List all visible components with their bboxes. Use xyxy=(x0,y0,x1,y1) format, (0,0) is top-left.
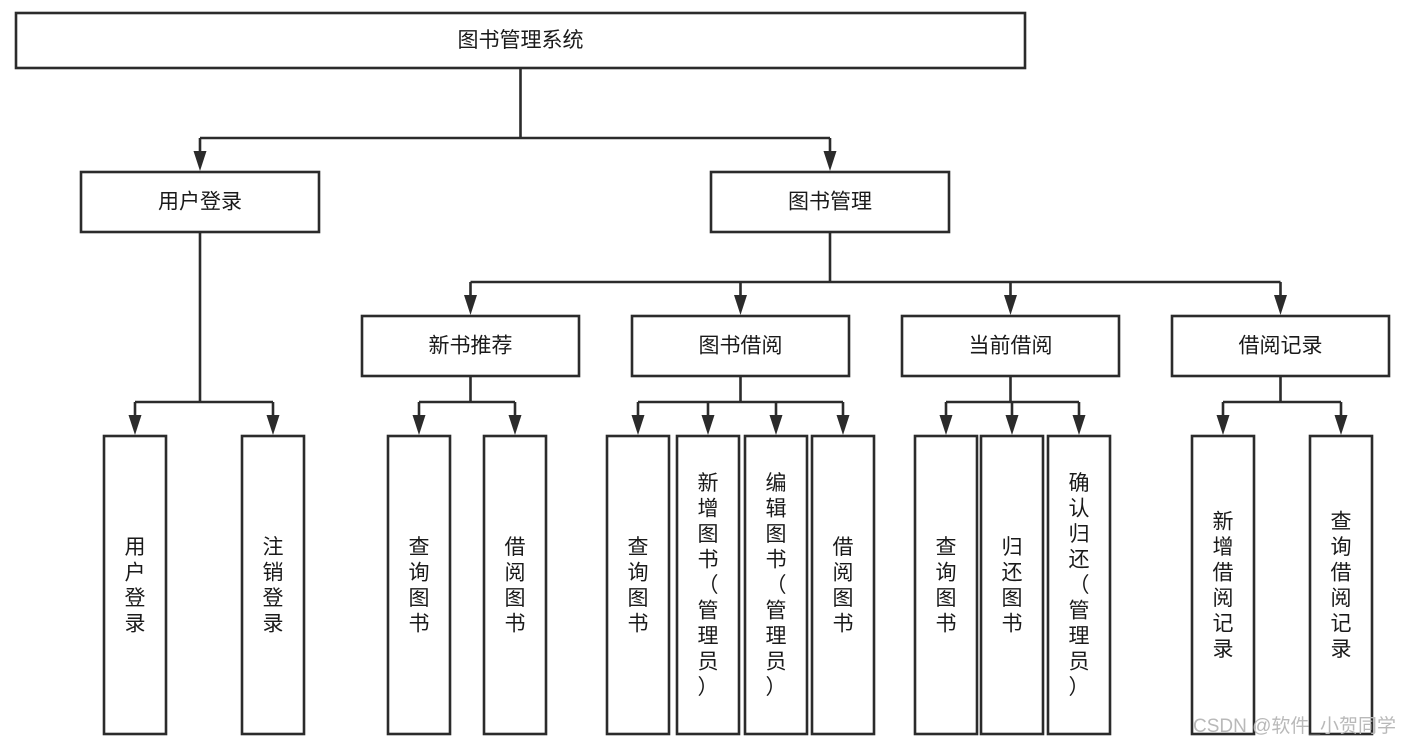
node-leaf-query-book-2[interactable]: 查询图书 xyxy=(605,434,671,736)
node-label-leaf-logout: 注销登录 xyxy=(263,536,284,636)
node-label-leaf-query-book-1: 查询图书 xyxy=(409,536,430,636)
node-label-current-borrow: 当前借阅 xyxy=(969,335,1053,358)
node-leaf-logout[interactable]: 注销登录 xyxy=(240,434,306,736)
node-box-user-login[interactable] xyxy=(79,170,321,234)
node-leaf-add-record[interactable]: 新增借阅记录 xyxy=(1190,434,1256,736)
node-current-borrow[interactable]: 当前借阅 xyxy=(900,314,1121,378)
node-leaf-add-book[interactable]: 新增图书（管理员） xyxy=(675,434,741,736)
node-leaf-query-record[interactable]: 查询借阅记录 xyxy=(1308,434,1374,736)
node-layer: 图书管理系统用户登录图书管理新书推荐图书借阅当前借阅借阅记录用户登录注销登录查询… xyxy=(14,11,1391,736)
node-box-book-borrow[interactable] xyxy=(630,314,851,378)
node-box-root[interactable] xyxy=(14,11,1027,70)
node-book-borrow[interactable]: 图书借阅 xyxy=(630,314,851,378)
node-new-book-rec[interactable]: 新书推荐 xyxy=(360,314,581,378)
node-leaf-borrow-book-1[interactable]: 借阅图书 xyxy=(482,434,548,736)
node-box-leaf-user-login[interactable] xyxy=(102,434,168,736)
node-box-leaf-add-book[interactable] xyxy=(675,434,741,736)
node-box-leaf-logout[interactable] xyxy=(240,434,306,736)
node-label-leaf-query-book-3: 查询图书 xyxy=(936,536,957,636)
node-box-leaf-query-book-2[interactable] xyxy=(605,434,671,736)
node-box-leaf-confirm-return[interactable] xyxy=(1046,434,1112,736)
node-box-leaf-edit-book[interactable] xyxy=(743,434,809,736)
node-label-leaf-confirm-return: 确认归还（管理员） xyxy=(1069,472,1090,699)
node-box-leaf-borrow-book-1[interactable] xyxy=(482,434,548,736)
node-label-new-book-rec: 新书推荐 xyxy=(429,335,513,358)
node-box-leaf-add-record[interactable] xyxy=(1190,434,1256,736)
node-label-borrow-record: 借阅记录 xyxy=(1239,335,1323,358)
node-leaf-confirm-return[interactable]: 确认归还（管理员） xyxy=(1046,434,1112,736)
node-box-leaf-return-book[interactable] xyxy=(979,434,1045,736)
node-leaf-query-book-1[interactable]: 查询图书 xyxy=(386,434,452,736)
node-label-leaf-query-record: 查询借阅记录 xyxy=(1331,510,1352,661)
node-label-leaf-add-book: 新增图书（管理员） xyxy=(698,472,719,699)
node-leaf-edit-book[interactable]: 编辑图书（管理员） xyxy=(743,434,809,736)
connector-layer xyxy=(128,68,1348,435)
node-user-login[interactable]: 用户登录 xyxy=(79,170,321,234)
node-leaf-return-book[interactable]: 归还图书 xyxy=(979,434,1045,736)
node-label-leaf-user-login: 用户登录 xyxy=(125,536,146,636)
node-label-root: 图书管理系统 xyxy=(458,29,584,52)
node-label-leaf-borrow-book-2: 借阅图书 xyxy=(833,536,854,636)
node-box-leaf-borrow-book-2[interactable] xyxy=(810,434,876,736)
node-leaf-user-login[interactable]: 用户登录 xyxy=(102,434,168,736)
node-borrow-record[interactable]: 借阅记录 xyxy=(1170,314,1391,378)
node-label-book-borrow: 图书借阅 xyxy=(699,335,783,358)
node-leaf-query-book-3[interactable]: 查询图书 xyxy=(913,434,979,736)
node-label-leaf-add-record: 新增借阅记录 xyxy=(1213,510,1234,661)
node-label-book-manage: 图书管理 xyxy=(788,191,872,214)
node-box-new-book-rec[interactable] xyxy=(360,314,581,378)
node-label-leaf-query-book-2: 查询图书 xyxy=(628,536,649,636)
node-box-current-borrow[interactable] xyxy=(900,314,1121,378)
node-box-leaf-query-record[interactable] xyxy=(1308,434,1374,736)
node-label-leaf-return-book: 归还图书 xyxy=(1002,536,1023,636)
node-label-leaf-borrow-book-1: 借阅图书 xyxy=(505,536,526,636)
node-box-leaf-query-book-3[interactable] xyxy=(913,434,979,736)
node-leaf-borrow-book-2[interactable]: 借阅图书 xyxy=(810,434,876,736)
node-label-leaf-edit-book: 编辑图书（管理员） xyxy=(766,472,787,699)
node-box-leaf-query-book-1[interactable] xyxy=(386,434,452,736)
csdn-watermark: CSDN @软件_小贺同学 xyxy=(1193,715,1396,737)
node-root[interactable]: 图书管理系统 xyxy=(14,11,1027,70)
node-box-borrow-record[interactable] xyxy=(1170,314,1391,378)
node-label-user-login: 用户登录 xyxy=(158,191,242,214)
node-book-manage[interactable]: 图书管理 xyxy=(709,170,951,234)
node-box-book-manage[interactable] xyxy=(709,170,951,234)
